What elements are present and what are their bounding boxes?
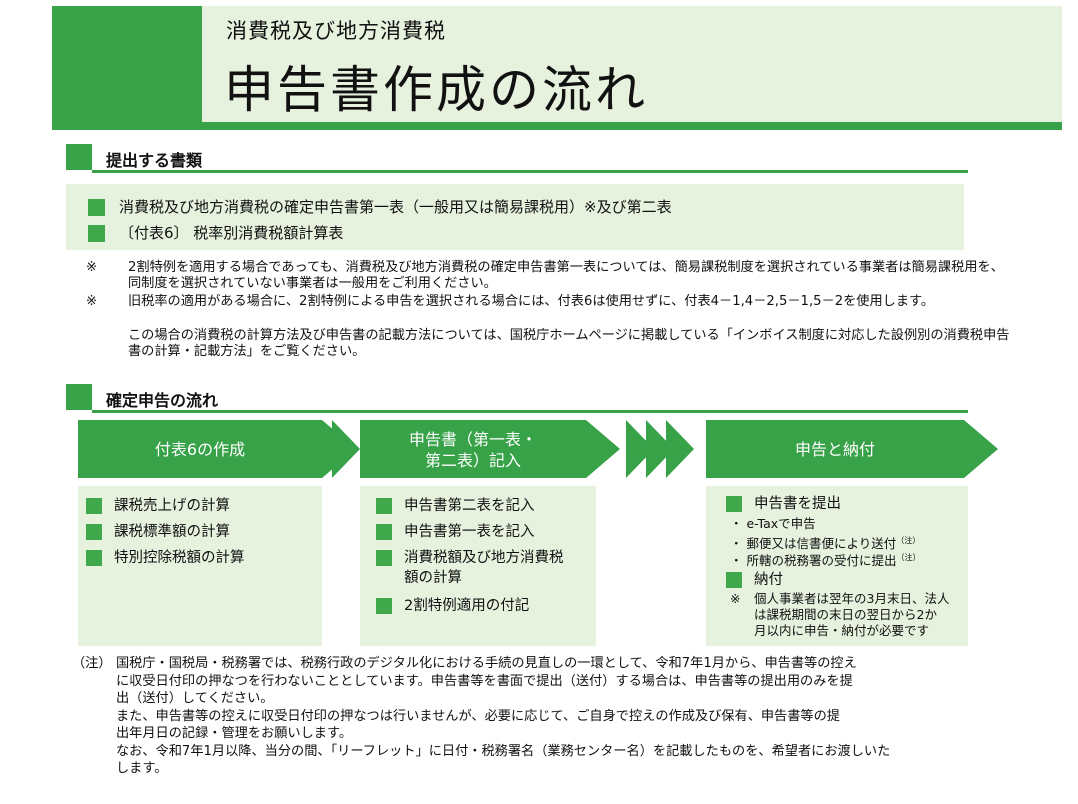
note: ※ 2割特例を適用する場合であっても、消費税及び地方消費税の確定申告書第一表につ… bbox=[86, 260, 1004, 291]
pay-note: 個人事業者は翌年の3月末日、法人 は課税期間の末日の翌日から2か 月以内に申告・… bbox=[754, 591, 950, 638]
flow-step-1 bbox=[78, 420, 322, 478]
flow-arrow-tip bbox=[586, 420, 620, 478]
chevron-right-icon bbox=[666, 420, 694, 478]
footnote-mark: （注） bbox=[72, 656, 112, 671]
list-item: 申告書第二表を記入 bbox=[376, 496, 535, 516]
list-item: 消費税額及び地方消費税 bbox=[376, 548, 564, 568]
section-heading-flow: 確定申告の流れ bbox=[106, 391, 219, 410]
list-item-continuation: 額の計算 bbox=[404, 570, 462, 586]
flow-step-1-label: 付表6の作成 bbox=[154, 440, 246, 459]
bullet-square-icon bbox=[376, 498, 392, 514]
list-item: 2割特例適用の付記 bbox=[376, 596, 529, 616]
bullet-square-icon bbox=[376, 550, 392, 566]
header-banner bbox=[202, 6, 1062, 125]
bullet-square-icon bbox=[726, 496, 742, 512]
bullet-square-icon bbox=[726, 572, 742, 588]
flow-step-3-label: 申告と納付 bbox=[794, 440, 875, 459]
list-item: 納付 bbox=[726, 570, 783, 590]
document-item: 消費税及び地方消費税の確定申告書第一表（一般用又は簡易課税用）※及び第二表 bbox=[88, 196, 672, 217]
section-heading-documents: 提出する書類 bbox=[106, 151, 203, 170]
flow-step-3 bbox=[706, 420, 964, 478]
bullet-square-icon bbox=[86, 524, 102, 540]
page-title: 申告書作成の流れ bbox=[224, 61, 648, 119]
flow-step-3-details bbox=[706, 486, 968, 646]
header-accent-bar bbox=[52, 6, 202, 130]
note: ※ 旧税率の適用がある場合に、2割特例による申告を選択される場合には、付表6は使… bbox=[86, 294, 935, 309]
flow-arrow-tip bbox=[964, 420, 998, 478]
bullet-square-icon bbox=[376, 598, 392, 614]
pay-note-mark: ※ bbox=[730, 591, 741, 606]
section-marker bbox=[66, 384, 92, 410]
bullet-square-icon bbox=[86, 498, 102, 514]
section-rule bbox=[92, 410, 968, 413]
flow-step-2 bbox=[360, 420, 586, 478]
section-rule bbox=[92, 170, 968, 173]
note-detail: この場合の消費税の計算方法及び申告書の記載方法については、国税庁ホームページに掲… bbox=[128, 328, 1010, 359]
documents-box bbox=[66, 184, 964, 250]
bullet-square-icon bbox=[88, 225, 105, 242]
flow-step-1-details bbox=[78, 486, 322, 646]
list-item: 申告書第一表を記入 bbox=[376, 522, 535, 542]
bullet-square-icon bbox=[86, 550, 102, 566]
chevron-right-icon bbox=[332, 420, 360, 478]
bullet-square-icon bbox=[88, 199, 105, 216]
header-underline bbox=[52, 122, 1062, 130]
flow-step-2-label: 申告書（第一表・ 第二表）記入 bbox=[408, 430, 537, 470]
submit-method: ・ 所轄の税務署の受付に提出（注） bbox=[730, 553, 921, 569]
list-item: 特別控除税額の計算 bbox=[86, 548, 245, 568]
section-marker bbox=[66, 144, 92, 170]
page-subtitle: 消費税及び地方消費税 bbox=[226, 19, 446, 43]
list-item: 課税標準額の計算 bbox=[86, 522, 230, 542]
flow-step-2-details bbox=[360, 486, 596, 646]
list-item: 申告書を提出 bbox=[726, 494, 841, 514]
footnote-body: 国税庁・国税局・税務署では、税務行政のデジタル化における手続の見直しの一環として… bbox=[116, 656, 891, 776]
bullet-square-icon bbox=[376, 524, 392, 540]
submit-method: ・ e-Taxで申告 bbox=[730, 516, 816, 531]
list-item: 課税売上げの計算 bbox=[86, 496, 230, 516]
document-item: 〔付表6〕 税率別消費税額計算表 bbox=[88, 222, 343, 243]
submit-method: ・ 郵便又は信書便により送付（注） bbox=[730, 536, 921, 552]
